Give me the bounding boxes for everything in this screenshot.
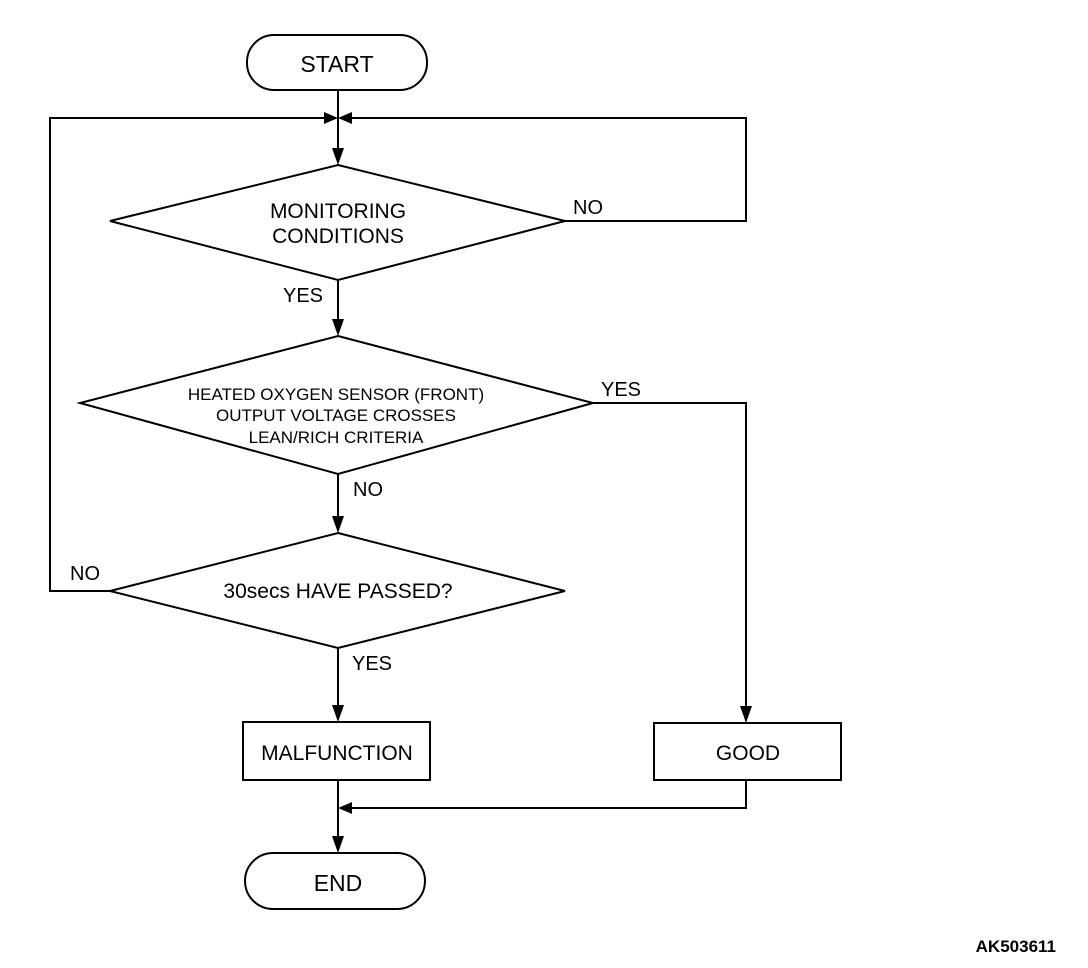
- timer-decision: [109, 531, 566, 650]
- arrow-to-malfunction: [332, 705, 344, 722]
- malfunction-label: MALFUNCTION: [261, 742, 413, 765]
- end-label: END: [314, 870, 363, 896]
- label-sensor-no: NO: [353, 479, 383, 501]
- malfunction-box: [242, 721, 431, 781]
- good-label: GOOD: [716, 742, 780, 765]
- label-timer-no: NO: [70, 563, 100, 585]
- arrow-to-monitoring: [332, 148, 344, 165]
- edge-good-to-end: [352, 780, 747, 809]
- end-terminator: [244, 852, 426, 910]
- start-label: START: [300, 51, 373, 77]
- arrow-to-end: [332, 836, 344, 853]
- arrow-into-loop-right: [338, 112, 352, 124]
- arrow-to-good: [740, 706, 752, 723]
- arrow-into-loop-left: [324, 112, 338, 124]
- timer-label: 30secs HAVE PASSED?: [223, 580, 452, 603]
- monitoring-label-line2: CONDITIONS: [272, 225, 404, 248]
- label-monitoring-yes: YES: [283, 285, 323, 307]
- good-box: [653, 722, 842, 781]
- edge-sensor-yes: [593, 402, 747, 708]
- sensor-output-decision: [76, 334, 597, 476]
- edge-timer-no-loop: [49, 117, 324, 592]
- arrow-merge-from-good: [338, 802, 352, 814]
- label-timer-yes: YES: [352, 653, 392, 675]
- arrow-to-sensor: [332, 319, 344, 336]
- sensor-label-line2: OUTPUT VOLTAGE CROSSES: [216, 406, 456, 425]
- label-sensor-yes: YES: [601, 379, 641, 401]
- arrowheads: [324, 112, 752, 853]
- arrow-to-timer: [332, 516, 344, 533]
- monitoring-conditions-decision: [109, 163, 566, 282]
- start-terminator: [246, 34, 428, 91]
- sensor-label-line3: LEAN/RICH CRITERIA: [249, 428, 424, 447]
- monitoring-label-line1: MONITORING: [270, 200, 406, 223]
- sensor-label-line1: HEATED OXYGEN SENSOR (FRONT): [188, 385, 484, 404]
- figure-id: AK503611: [976, 937, 1056, 956]
- connectors: [49, 90, 747, 838]
- label-monitoring-no: NO: [573, 197, 603, 219]
- edge-monitoring-no-loop: [352, 117, 747, 222]
